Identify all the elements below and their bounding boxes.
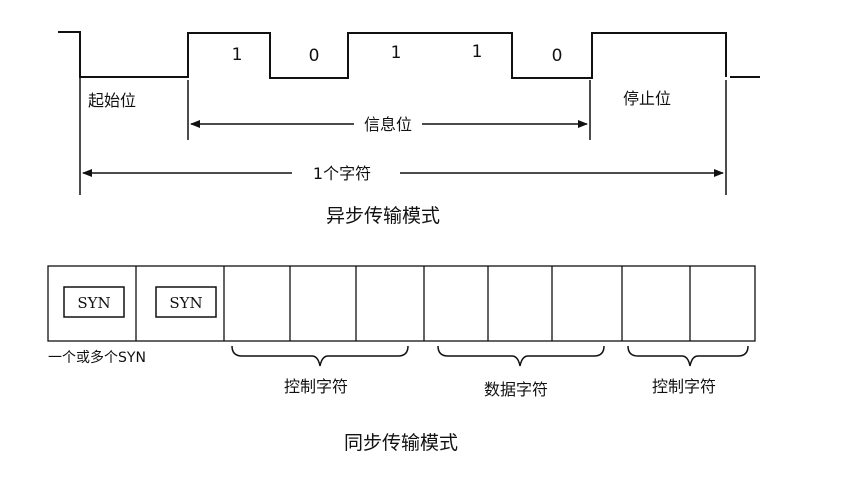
data-chars-label: 数据字符 [484, 380, 548, 399]
bit-label-1: 1 [232, 45, 243, 65]
bit-label-3: 1 [391, 43, 402, 63]
syn-box-1-label: SYN [77, 294, 110, 312]
one-char-label: 1个字符 [313, 164, 371, 183]
syn-box-1: SYN [63, 286, 125, 318]
stop-bit-label: 停止位 [623, 89, 671, 108]
control-chars-brace-1 [231, 345, 409, 367]
data-chars-brace [437, 345, 605, 367]
async-waveform [58, 31, 760, 79]
async-mode-caption: 异步传输模式 [326, 205, 440, 227]
bit-label-5: 0 [552, 46, 563, 66]
sync-mode-caption: 同步传输模式 [344, 432, 458, 454]
start-bit-label: 起始位 [88, 91, 136, 110]
syn-group-label: 一个或多个SYN [48, 349, 146, 366]
syn-box-2-label: SYN [169, 294, 202, 312]
control-chars-label-2: 控制字符 [652, 377, 716, 396]
control-chars-brace-2 [627, 345, 749, 367]
info-bits-label: 信息位 [364, 115, 412, 134]
bit-label-2: 0 [309, 46, 320, 66]
control-chars-label-1: 控制字符 [284, 377, 348, 396]
bit-label-4: 1 [472, 42, 483, 62]
syn-box-2: SYN [155, 286, 217, 318]
sync-frame [47, 265, 756, 342]
